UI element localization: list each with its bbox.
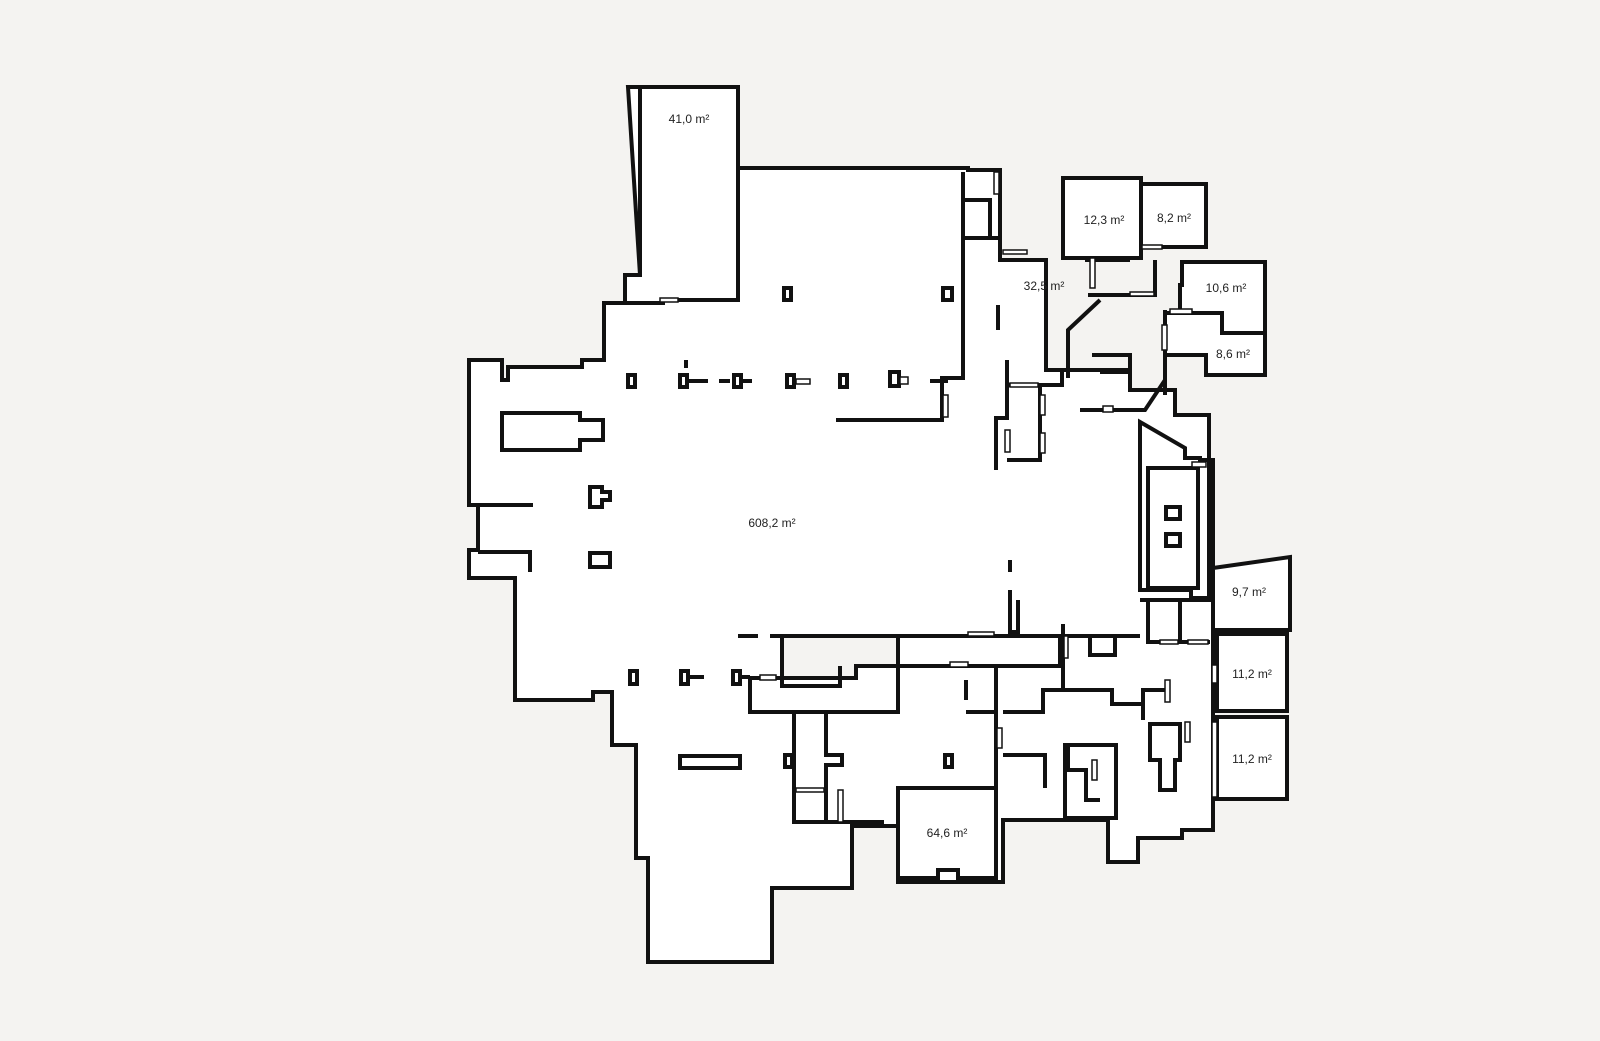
door (659, 297, 679, 303)
wall-line (1066, 745, 1100, 802)
door (1129, 291, 1155, 297)
column (888, 370, 901, 388)
area-label-room-8-2: 8,2 m² (1157, 211, 1191, 225)
door (1009, 382, 1039, 388)
door (942, 394, 949, 418)
door (1184, 721, 1191, 743)
room-8-6-box (1163, 311, 1267, 377)
column (679, 669, 690, 686)
wall-line (826, 820, 884, 828)
area-label-room-8-6: 8,6 m² (1216, 347, 1250, 361)
door (1089, 257, 1096, 289)
area-label-room-32: 32,5 m² (1024, 279, 1065, 293)
wall-line (1003, 753, 1047, 788)
column (628, 669, 639, 686)
door (1187, 639, 1209, 645)
door (1002, 249, 1028, 255)
column (626, 373, 637, 389)
column (783, 753, 794, 769)
door (996, 727, 1003, 749)
wall-line (836, 172, 965, 422)
wall-line (1066, 298, 1102, 378)
room-64-box (896, 786, 998, 880)
area-label-room-11-b: 11,2 m² (1232, 752, 1272, 766)
room-8-2-box (1139, 182, 1208, 249)
wall-line (1088, 260, 1157, 297)
west-alcove (500, 411, 605, 452)
column (943, 753, 954, 769)
wall-line (478, 550, 532, 572)
door (1161, 324, 1168, 351)
door (1004, 429, 1011, 453)
wall-line (963, 198, 992, 238)
door (795, 787, 825, 793)
door (967, 631, 995, 637)
room-11-b-box (1215, 715, 1289, 801)
door (1211, 664, 1218, 684)
column (732, 373, 743, 389)
door (1159, 639, 1179, 645)
area-label-room-64: 64,6 m² (927, 826, 968, 840)
wall-line (1088, 636, 1117, 657)
column (678, 373, 689, 389)
door (1063, 635, 1069, 659)
door (1191, 461, 1207, 468)
area-label-main-hall: 608,2 m² (748, 516, 795, 530)
door (1102, 405, 1114, 413)
column (785, 373, 796, 389)
wall-line (994, 360, 1009, 470)
column (782, 286, 793, 302)
bench (678, 754, 742, 770)
door (949, 661, 969, 668)
door (1211, 721, 1218, 798)
door (1039, 394, 1046, 416)
column (731, 669, 742, 686)
door (795, 378, 811, 385)
room-9-box (1211, 554, 1292, 632)
column (941, 286, 954, 302)
area-label-room-9: 9,7 m² (1232, 585, 1266, 599)
south-corridor-room (792, 710, 844, 824)
room-12-box (1061, 176, 1143, 260)
pillar (588, 485, 612, 509)
wall-line (1040, 370, 1064, 387)
door (759, 674, 777, 681)
room-11-a-box (1215, 632, 1289, 713)
pillar (588, 551, 612, 569)
east-shaft-inner (1146, 466, 1200, 590)
area-label-storage-north: 41,0 m² (669, 112, 710, 126)
wall-line (1080, 378, 1167, 412)
east-small-room (1148, 722, 1182, 792)
east-stair-box (1063, 743, 1118, 820)
area-label-room-12: 12,3 m² (1084, 213, 1125, 227)
column (1164, 532, 1182, 548)
door (1039, 432, 1046, 454)
wall-line (1092, 353, 1132, 374)
area-label-room-11-a: 11,2 m² (1232, 667, 1272, 681)
wall-line (1008, 590, 1020, 634)
door (899, 376, 909, 385)
storage-north-room (623, 85, 740, 305)
door (1164, 679, 1171, 703)
building-outline (467, 85, 1215, 964)
area-label-room-10: 10,6 m² (1206, 281, 1247, 295)
door (1141, 244, 1163, 250)
door (837, 789, 844, 823)
wall-line (1043, 688, 1170, 706)
column (1164, 505, 1182, 521)
column (838, 373, 849, 389)
door (1091, 759, 1098, 781)
door (993, 171, 1000, 195)
door (1169, 308, 1193, 315)
